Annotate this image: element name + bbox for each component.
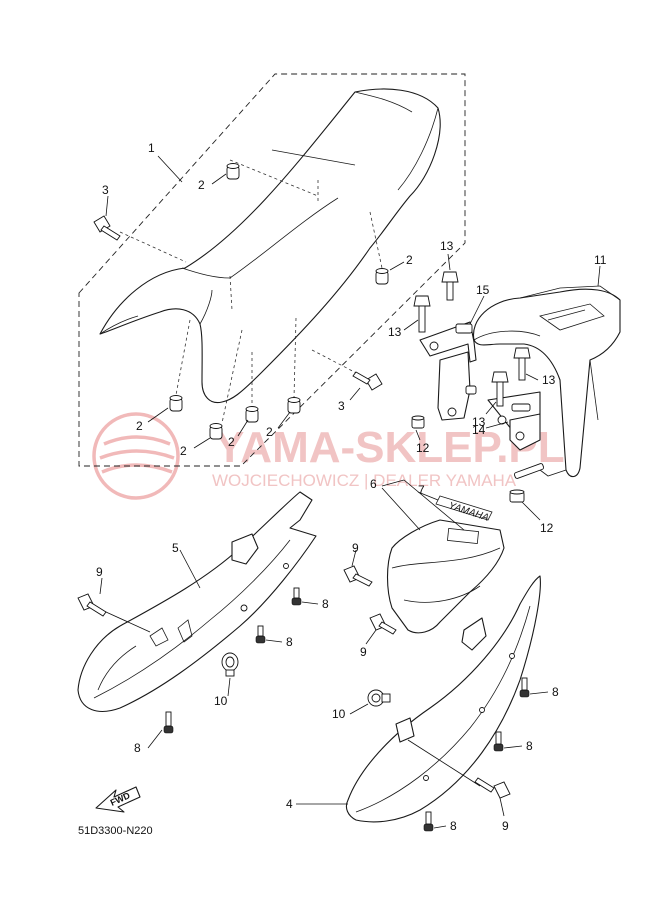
bolt-3-b xyxy=(352,371,383,391)
watermark-brand: YAMA-SKLEP.PL xyxy=(215,423,565,472)
callout-3-a: 3 xyxy=(102,183,109,197)
screw-8-b xyxy=(255,625,266,644)
pin-12-b xyxy=(509,489,525,503)
screw-8-d xyxy=(519,677,530,698)
bracket-front xyxy=(419,321,477,421)
callout-13-d: 13 xyxy=(542,373,556,387)
plate-14 xyxy=(511,403,531,412)
damper-2-e xyxy=(245,406,259,423)
side-cover-right xyxy=(345,575,541,823)
callout-10-a: 10 xyxy=(214,694,228,708)
callout-13-c: 13 xyxy=(472,415,486,429)
callout-13-a: 13 xyxy=(440,239,454,253)
callout-9-a: 9 xyxy=(96,565,103,579)
damper-2-f xyxy=(287,397,301,414)
damper-2-d xyxy=(209,423,223,440)
tail-cover xyxy=(386,519,505,634)
bolt-13-a xyxy=(441,271,459,301)
decal-text: YAMAHA xyxy=(447,500,490,523)
callout-2-c: 2 xyxy=(136,419,143,433)
callout-8-b: 8 xyxy=(286,635,293,649)
bolt-9-d xyxy=(474,777,511,799)
callout-4: 4 xyxy=(286,797,293,811)
callout-8-f: 8 xyxy=(450,819,457,833)
diagram-code: 51D3300-N220 xyxy=(78,825,153,837)
bolt-9-b xyxy=(343,565,373,587)
seat-assembly-boundary xyxy=(78,73,466,467)
watermark: YAMA-SKLEP.PL WOJCIECHOWICZ | DEALER YAM… xyxy=(92,412,565,500)
callout-9-d: 9 xyxy=(502,819,509,833)
callout-2-b: 2 xyxy=(406,253,413,267)
grommet-10-b xyxy=(367,689,391,707)
callout-2-d: 2 xyxy=(180,444,187,458)
bolt-9-a xyxy=(77,593,107,617)
callout-2-e: 2 xyxy=(228,435,235,449)
fwd-arrow-icon: FWD xyxy=(95,786,141,813)
callout-3-b: 3 xyxy=(338,399,345,413)
callout-6: 6 xyxy=(370,477,377,491)
callout-8-e: 8 xyxy=(526,739,533,753)
bolt-13-c xyxy=(513,347,531,381)
damper-2-c xyxy=(169,395,183,412)
plate-15 xyxy=(455,323,473,334)
screw-8-a xyxy=(291,587,302,606)
callout-9-c: 9 xyxy=(360,645,367,659)
grommet-10-a xyxy=(221,652,239,677)
callout-15: 15 xyxy=(476,283,490,297)
callout-10-b: 10 xyxy=(332,707,346,721)
callout-14: 14 xyxy=(472,423,486,437)
watermark-subtitle: WOJCIECHOWICZ | DEALER YAMAHA xyxy=(212,471,517,490)
seat xyxy=(99,88,441,404)
screw-8-f xyxy=(423,811,434,832)
callout-13-b: 13 xyxy=(388,325,402,339)
decal: YAMAHA xyxy=(435,495,493,524)
callout-8-c: 8 xyxy=(552,685,559,699)
callout-5: 5 xyxy=(172,541,179,555)
callout-2-a: 2 xyxy=(198,178,205,192)
callout-7: 7 xyxy=(418,483,425,497)
callout-12-b: 12 xyxy=(540,521,554,535)
bolt-13-d xyxy=(491,371,509,407)
callout-11: 11 xyxy=(594,253,607,267)
damper-2-a xyxy=(226,163,240,180)
damper-2-b xyxy=(375,268,389,285)
callout-8-a: 8 xyxy=(322,597,329,611)
screw-8-e xyxy=(493,731,504,752)
pin-12-a xyxy=(411,415,425,429)
callout-labels: 1 2 3 2 13 15 13 11 2 2 2 2 3 13 13 12 1… xyxy=(96,141,607,833)
callout-2-f: 2 xyxy=(266,425,273,439)
bolt-13-b xyxy=(413,295,431,333)
rear-carrier xyxy=(472,285,621,479)
watermark-logo xyxy=(92,412,180,500)
callout-12-a: 12 xyxy=(416,441,430,455)
bolt-9-c xyxy=(369,613,397,635)
callout-1: 1 xyxy=(148,141,155,155)
callout-9-b: 9 xyxy=(352,541,359,555)
callout-8-d: 8 xyxy=(134,741,141,755)
side-cover-left xyxy=(77,491,317,712)
screw-8-c xyxy=(163,711,174,734)
bolt-3-a xyxy=(93,215,121,241)
